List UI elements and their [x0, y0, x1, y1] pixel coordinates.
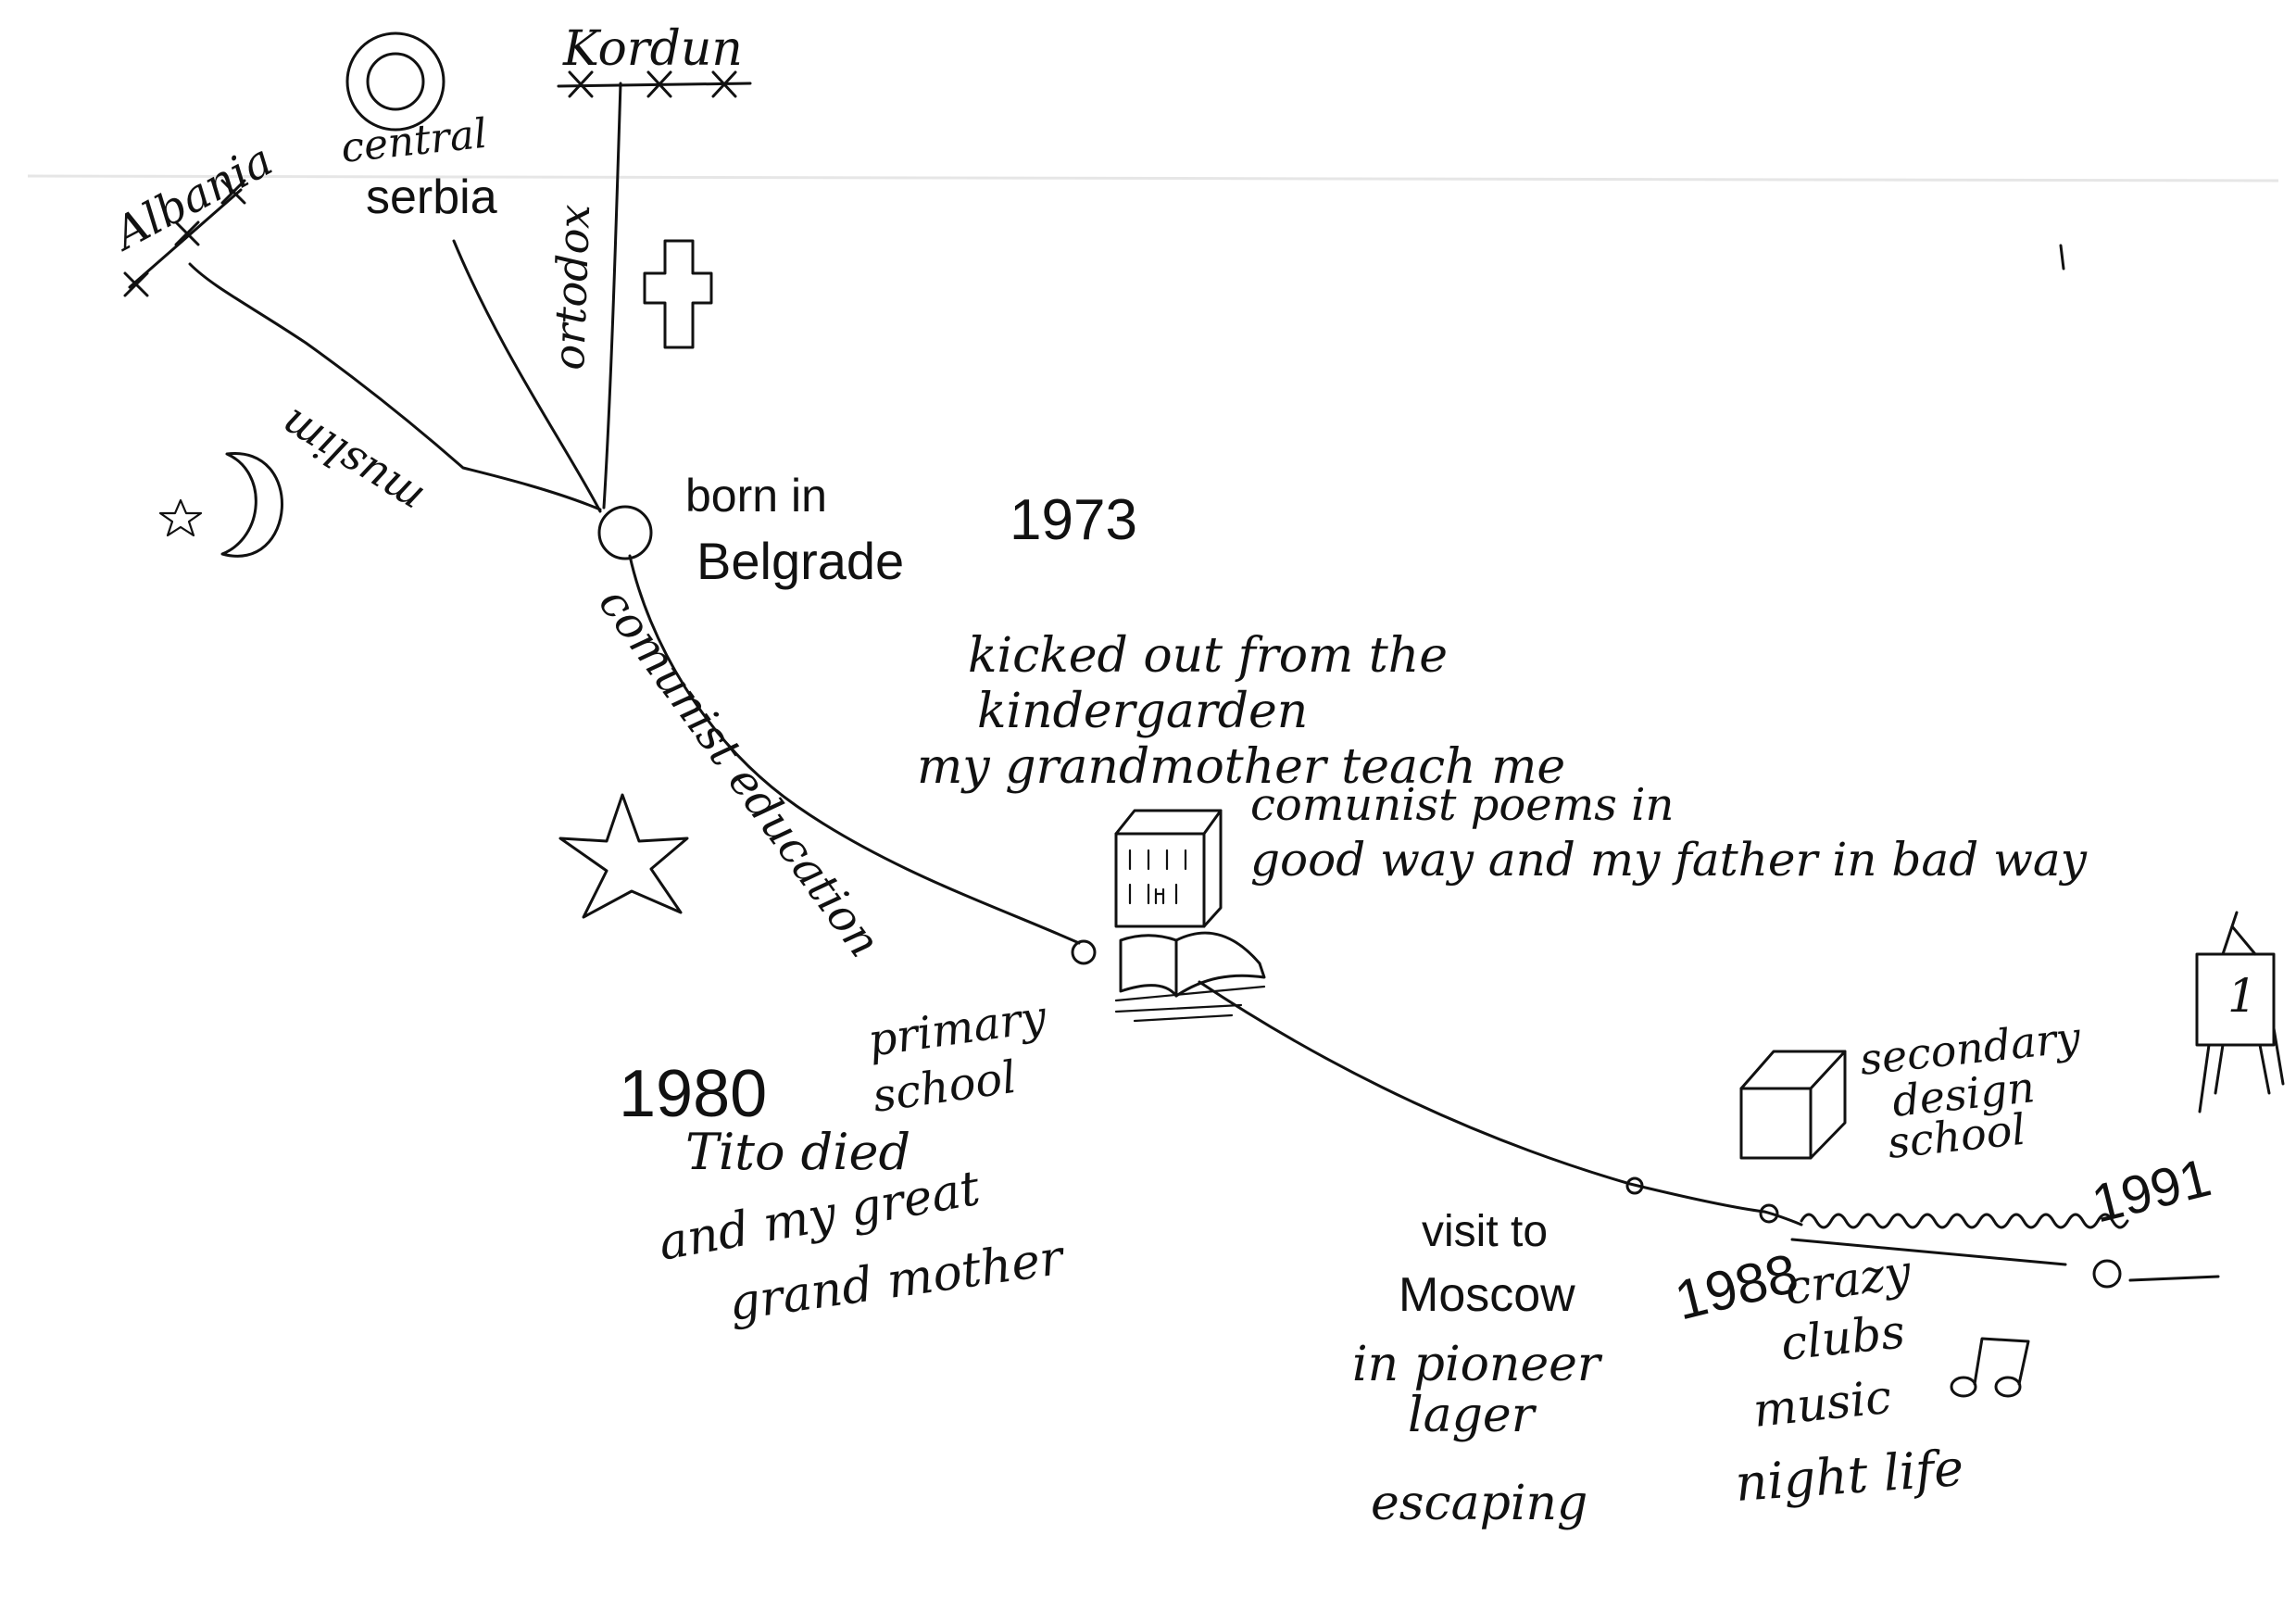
albania-line: [128, 188, 243, 289]
kindergarden-line2: kindergarden: [977, 684, 1308, 739]
muslim-label: muslim: [271, 399, 432, 525]
primary-school-node: [1071, 939, 1097, 965]
main-timeline-line: [628, 554, 1081, 945]
stray-mark: [2059, 244, 2065, 270]
born-label-line2: Belgrade: [696, 532, 904, 590]
muslim-branch-line: [188, 262, 602, 511]
1988-line3: music: [1750, 1370, 1894, 1438]
moscow-line2: Moscow: [1399, 1268, 1575, 1322]
1991-node: [2092, 1259, 2122, 1289]
comunist-education-label: comunist education: [588, 578, 890, 966]
kindergarden-line3: my grandmother teach me: [917, 739, 1565, 795]
star-icon: [558, 793, 689, 919]
moscow-line3: in pioneer: [1352, 1337, 1603, 1392]
primary-school-line1: primary: [865, 990, 1050, 1066]
1988-line4: night life: [1734, 1439, 1966, 1513]
moscow-line4: lager: [1408, 1388, 1537, 1443]
ortodox-label: ortodox: [544, 204, 599, 371]
kordun-branch-line: [602, 82, 622, 510]
moscow-node: [1625, 1176, 1644, 1195]
kordun-label: Kordun: [562, 21, 743, 77]
1980-line1: Tito died: [685, 1123, 910, 1181]
1988-line2: clubs: [1778, 1304, 1907, 1371]
kindergarden-line1: kicked out from the: [968, 628, 1448, 684]
albania-label: Albania: [103, 134, 282, 262]
open-book-icon: [1114, 931, 1266, 1023]
building-icon: [1114, 809, 1223, 928]
central-serbia-label-line1: central: [339, 110, 490, 172]
albania-crosses: [123, 179, 246, 297]
kindergarden-line5: good way and my father in bad way: [1250, 833, 2088, 887]
kordun-line: [557, 82, 752, 88]
kindergarden-line4: comunist poems in: [1250, 779, 1674, 831]
born-label-line1: born in: [685, 470, 827, 522]
timeline-line-after-school: [1198, 980, 1766, 1214]
music-notes-icon: [1950, 1337, 2030, 1398]
scan-artifact: [27, 174, 2279, 182]
moscow-line1: visit to: [1422, 1207, 1548, 1256]
wavy-crazy-line: [1800, 1213, 2129, 1229]
easel-icon: 1: [2195, 911, 2285, 1113]
central-serbia-branch-line: [452, 239, 602, 513]
kordun-crosses: [568, 70, 737, 98]
crazy-underline: [1790, 1238, 2067, 1266]
moscow-line5: escaping: [1371, 1476, 1587, 1531]
year-1980: 1980: [619, 1057, 767, 1131]
sun-icon: [345, 31, 445, 132]
timeline-line-1988: [1763, 1210, 1803, 1227]
1988-node: [1759, 1203, 1779, 1224]
birth-year: 1973: [1010, 488, 1137, 552]
crescent-star-icon: [158, 452, 283, 558]
easel-mark: 1: [2227, 969, 2257, 1023]
year-1991: 1991: [2086, 1147, 2216, 1234]
timeline-continuation: [2128, 1275, 2220, 1282]
cube-icon: [1739, 1050, 1847, 1160]
birth-node: [597, 505, 653, 560]
cross-icon: [643, 239, 713, 349]
central-serbia-label-line2: serbia: [366, 170, 497, 224]
